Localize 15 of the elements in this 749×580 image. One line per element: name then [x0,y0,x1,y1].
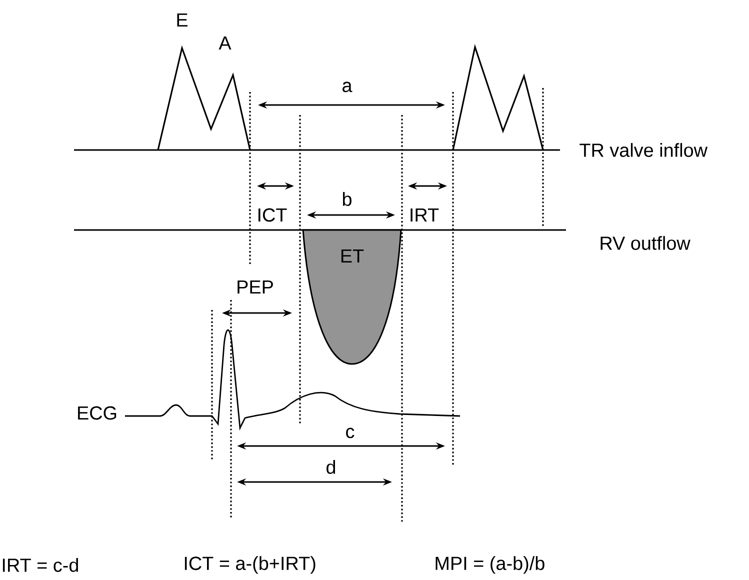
interval-label: IRT [410,208,439,222]
letter-label: A [218,36,232,50]
trace-label: TR valve inflow [580,143,708,157]
formula-label: MPI = (a-b)/b [436,556,544,574]
dimension-label: b [342,192,352,206]
trace-label: ECG [78,406,116,420]
dimension-label: a [342,82,352,92]
formula-label: IRT = c-d [2,558,78,572]
interval-label: PEP [238,280,273,294]
formula-label: ICT = a-(b+IRT) [184,556,316,574]
interval-label: ICT [258,208,287,222]
dimension-label: c [346,428,354,438]
letter-label: E [177,14,188,26]
trace-label: RV outflow [600,236,690,250]
dimension-label: d [326,460,336,474]
